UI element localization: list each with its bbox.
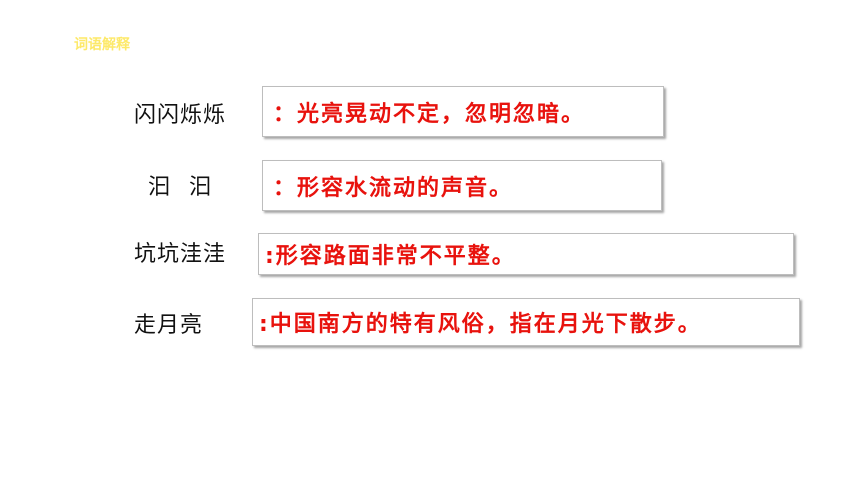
definition-box-2: ：形容水流动的声音。 [262, 160, 662, 211]
term-shanshan-shuoshuo: 闪闪烁烁 [134, 103, 227, 128]
definition-box-4: :中国南方的特有风俗，指在月光下散步。 [252, 298, 800, 346]
term-zou-yueliang: 走月亮 [134, 313, 204, 338]
definition-text-1: ：光亮晃动不定，忽明忽暗。 [273, 101, 586, 127]
term-gugu: 汩 汩 [148, 175, 217, 200]
section-title: 词语解释 [74, 37, 130, 53]
definition-text-2: ：形容水流动的声音。 [273, 175, 514, 201]
definition-text-3: :形容路面非常不平整。 [265, 244, 516, 269]
definition-box-1: ：光亮晃动不定，忽明忽暗。 [262, 86, 664, 137]
definition-box-3: :形容路面非常不平整。 [258, 233, 794, 275]
definition-text-4: :中国南方的特有风俗，指在月光下散步。 [259, 312, 702, 337]
term-kengkeng-wawa: 坑坑洼洼 [134, 242, 227, 267]
